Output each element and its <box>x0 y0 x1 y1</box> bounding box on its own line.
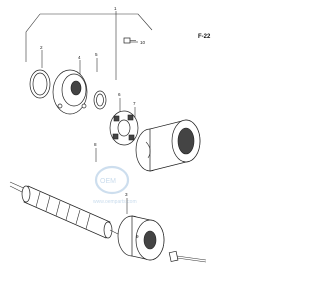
callout-2: 2 <box>40 45 43 50</box>
callout-5: 5 <box>95 52 98 57</box>
watermark-site: www.oemparts.com <box>93 199 137 205</box>
motor-yoke <box>135 119 201 172</box>
callout-4: 4 <box>78 55 81 60</box>
diagram-ref-code: F-22 <box>198 34 211 40</box>
rear-bracket <box>117 215 165 261</box>
group-outline-top <box>40 13 153 31</box>
callout-9: 9 <box>136 234 139 239</box>
watermark: OEM www.oemparts.com <box>93 165 137 205</box>
callout-1: 1 <box>114 6 117 11</box>
callout-3: 3 <box>125 192 128 197</box>
callout-10: 10 <box>140 40 146 45</box>
small-screw <box>123 37 136 44</box>
group-outline-left <box>25 13 41 62</box>
exploded-diagram: F-22 <box>9 6 211 263</box>
callout-6: 6 <box>118 92 121 97</box>
front-cover <box>52 69 88 115</box>
callout-8: 8 <box>94 142 97 147</box>
through-bolt <box>168 250 207 263</box>
watermark-brand: OEM <box>100 178 116 185</box>
brush-holder <box>109 110 139 146</box>
callout-7: 7 <box>133 101 136 106</box>
armature <box>9 181 123 239</box>
